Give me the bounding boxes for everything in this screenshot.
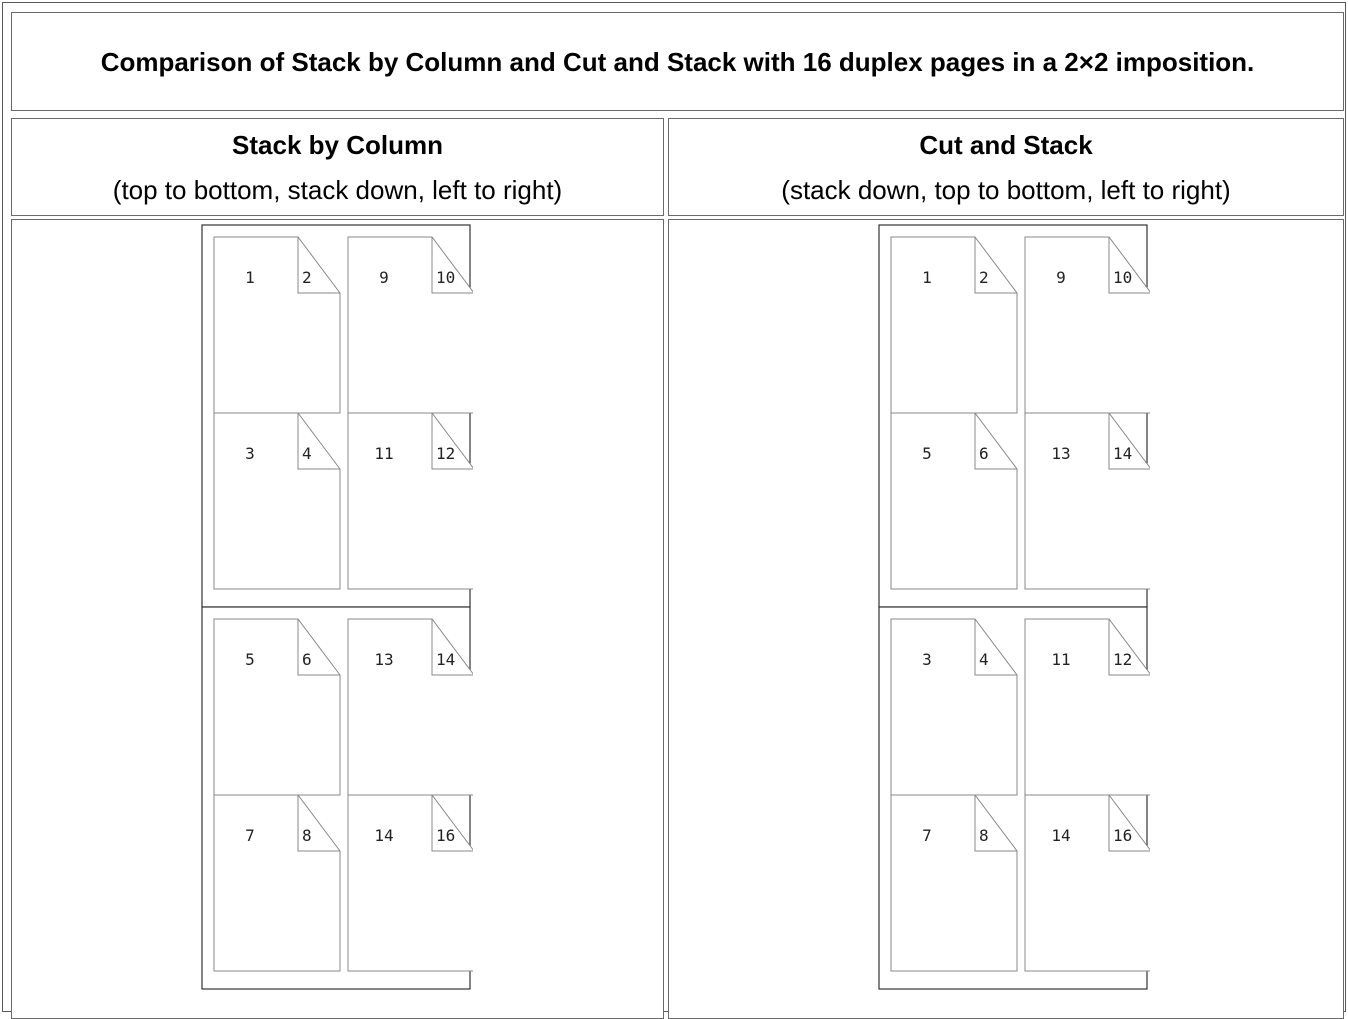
page-number-front: 13 [1051, 444, 1070, 463]
page-leaf: 11 12 [347, 412, 473, 590]
page-outline [890, 412, 1018, 590]
page-number-back: 4 [302, 444, 312, 463]
page-outline [890, 236, 1018, 414]
page-number-front: 14 [1051, 826, 1070, 845]
page-number-front: 1 [922, 268, 932, 287]
page-number-front: 3 [245, 444, 255, 463]
page-number-front: 3 [922, 650, 932, 669]
page-outline [1024, 794, 1150, 972]
page-number-back: 8 [302, 826, 312, 845]
folded-corner [297, 795, 340, 852]
page-outline [213, 236, 341, 414]
page-number-back: 4 [979, 650, 989, 669]
page-number-back: 10 [1113, 268, 1132, 287]
page-number-back: 16 [1113, 826, 1132, 845]
page-number-front: 14 [374, 826, 393, 845]
page-number-front: 9 [1056, 268, 1066, 287]
page-number-front: 1 [245, 268, 255, 287]
page-leaf: 11 12 [1024, 618, 1150, 796]
page-number-front: 5 [922, 444, 932, 463]
folded-corner [1108, 237, 1150, 294]
column-title: Cut and Stack [919, 130, 1093, 160]
page-number-back: 10 [436, 268, 455, 287]
page-number-back: 16 [436, 826, 455, 845]
folded-corner [297, 413, 340, 470]
page-number-back: 6 [302, 650, 312, 669]
folded-corner [431, 413, 473, 470]
page-number-front: 7 [922, 826, 932, 845]
page-number-front: 9 [379, 268, 389, 287]
folded-corner [974, 237, 1017, 294]
folded-corner [974, 795, 1017, 852]
page-number-back: 14 [436, 650, 455, 669]
page-number-back: 14 [1113, 444, 1132, 463]
folded-corner [974, 413, 1017, 470]
column-header-cut-and-stack: Cut and Stack (stack down, top to bottom… [668, 118, 1344, 216]
page-outline [347, 412, 473, 590]
page-outline [213, 618, 341, 796]
page-number-front: 5 [245, 650, 255, 669]
table-caption: Comparison of Stack by Column and Cut an… [100, 46, 1255, 77]
page-leaf: 14 16 [1024, 794, 1150, 972]
page-leaf: 14 16 [347, 794, 473, 972]
page-outline [890, 618, 1018, 796]
page-number-back: 2 [302, 268, 312, 287]
page-number-front: 11 [1051, 650, 1070, 669]
page-outline [347, 618, 473, 796]
folded-corner [297, 237, 340, 294]
table-caption-cell: Comparison of Stack by Column and Cut an… [11, 12, 1344, 111]
page-number-back: 12 [436, 444, 455, 463]
page-leaf: 9 10 [347, 236, 473, 414]
folded-corner [974, 619, 1017, 676]
page-number-back: 2 [979, 268, 989, 287]
page-outline [1024, 236, 1150, 414]
page-outline [347, 794, 473, 972]
page-outline [213, 794, 341, 972]
page-number-front: 7 [245, 826, 255, 845]
folded-corner [297, 619, 340, 676]
page-leaf: 9 10 [1024, 236, 1150, 414]
page-number-front: 11 [374, 444, 393, 463]
page-outline [890, 794, 1018, 972]
page-outline [1024, 412, 1150, 590]
page-leaf: 13 14 [347, 618, 473, 796]
folded-corner [1108, 413, 1150, 470]
folded-corner [431, 237, 473, 294]
page-number-back: 6 [979, 444, 989, 463]
column-subtitle: (top to bottom, stack down, left to righ… [112, 175, 563, 205]
folded-corner [431, 795, 473, 852]
folded-corner [1108, 795, 1150, 852]
column-subtitle: (stack down, top to bottom, left to righ… [781, 175, 1231, 205]
page-outline [213, 412, 341, 590]
column-header-stack-by-column: Stack by Column (top to bottom, stack do… [11, 118, 664, 216]
page-leaf: 13 14 [1024, 412, 1150, 590]
folded-corner [1108, 619, 1150, 676]
column-title: Stack by Column [232, 130, 443, 160]
page-number-back: 8 [979, 826, 989, 845]
page-number-front: 13 [374, 650, 393, 669]
page-number-back: 12 [1113, 650, 1132, 669]
folded-corner [431, 619, 473, 676]
page-outline [1024, 618, 1150, 796]
page-outline [347, 236, 473, 414]
